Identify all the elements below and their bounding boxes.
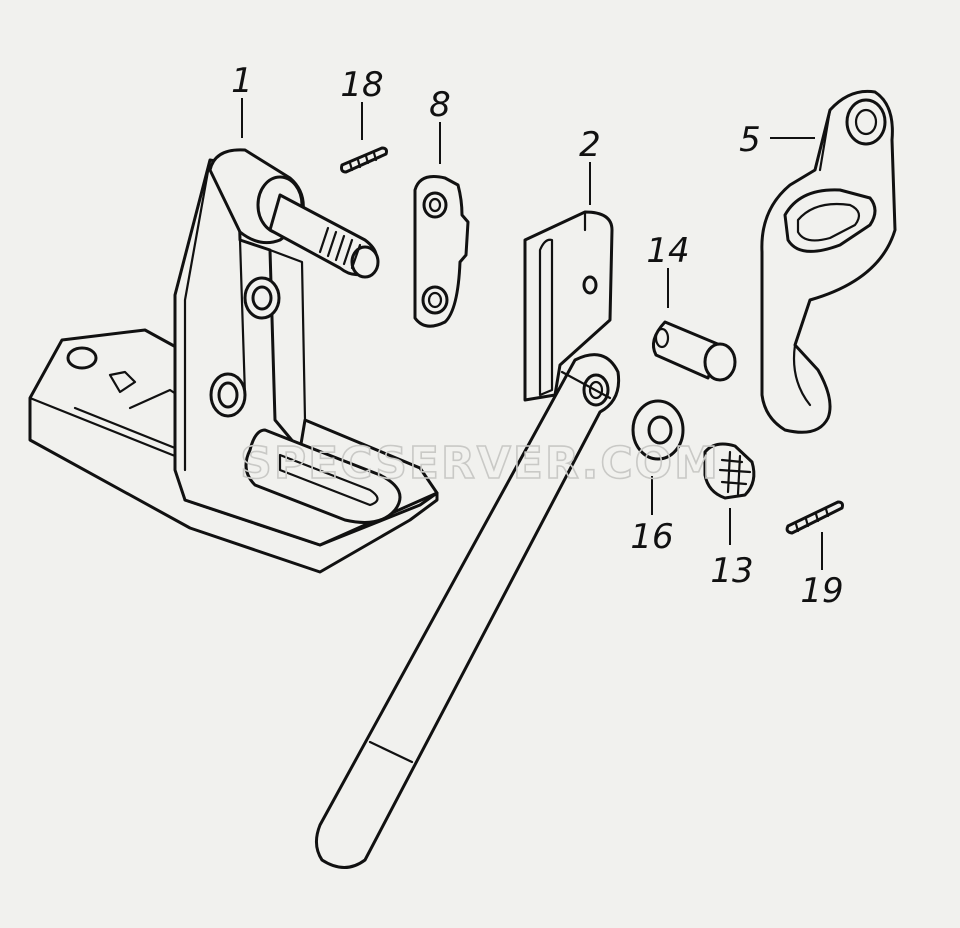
callout-5: 5 — [739, 120, 761, 160]
part-1-bracket — [28, 148, 439, 574]
part-5-hook-latch — [760, 89, 897, 434]
leader-lines — [241, 98, 823, 570]
callout-2: 2 — [579, 125, 601, 165]
callout-13: 13 — [710, 551, 753, 591]
part-14-clevis-pin — [652, 320, 737, 382]
callout-18: 18 — [340, 65, 383, 105]
callout-8: 8 — [429, 85, 451, 125]
callout-1: 1 — [231, 61, 253, 101]
part-2-lever — [315, 210, 621, 869]
part-13-castle-nut — [703, 442, 756, 500]
callout-16: 16 — [630, 517, 673, 557]
part-19-cotter-pin — [785, 500, 844, 535]
callout-labels: 1 18 8 2 5 14 16 13 19 — [231, 61, 843, 611]
callout-19: 19 — [800, 571, 843, 611]
watermark-text: SPECSERVER.COM — [240, 438, 720, 489]
part-8-plate — [413, 175, 470, 328]
part-16-washer — [631, 399, 685, 461]
part-18-cotter-pin — [340, 146, 388, 174]
callout-14: 14 — [646, 231, 689, 271]
